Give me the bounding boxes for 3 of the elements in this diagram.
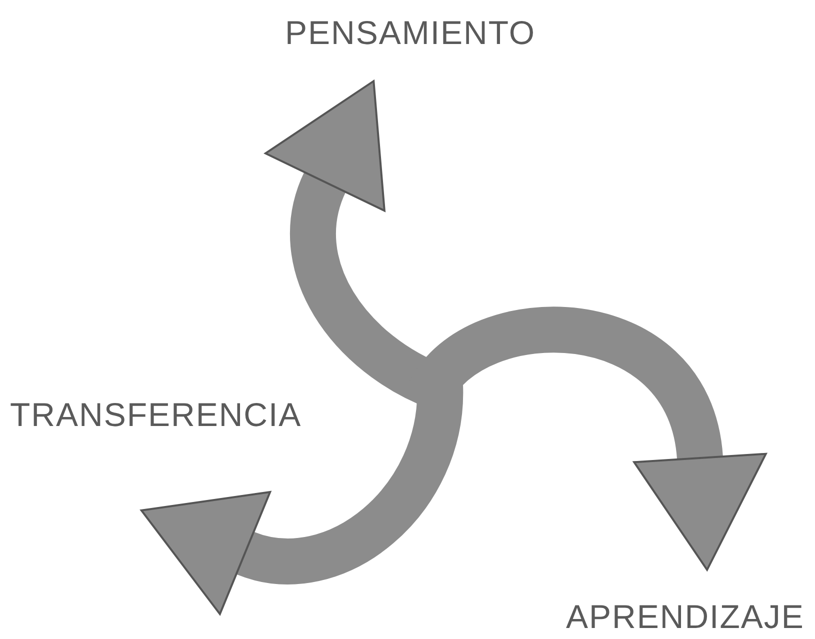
- concept-label: APRENDIZAJE: [566, 598, 804, 636]
- concept-label: TRANSFERENCIA: [10, 396, 302, 434]
- concept-label: PENSAMIENTO: [285, 14, 536, 52]
